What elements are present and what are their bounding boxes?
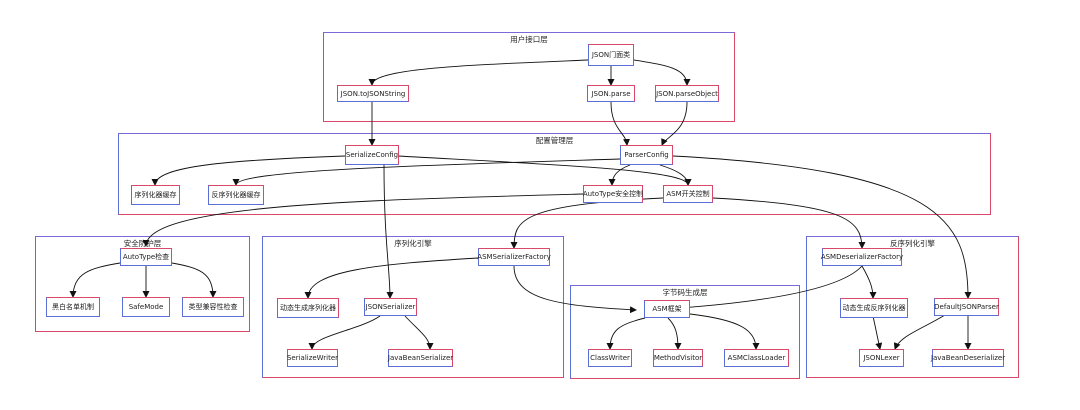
edge-autotype-autotypecheck — [142, 193, 584, 247]
edge-jsonserializer-javabeanserializer — [404, 315, 434, 350]
node-asm-class-loader[interactable]: ASMClassLoader — [724, 349, 789, 367]
edge-factory-dynamicserializer — [304, 257, 479, 299]
edge-jsonserializer-serializewriter — [308, 315, 381, 350]
node-json-facade[interactable]: JSON门面类 — [588, 44, 634, 66]
node-json-serializer[interactable]: JSONSerializer — [364, 298, 417, 316]
node-serialize-config[interactable]: SerializeConfig — [345, 145, 399, 165]
node-serializer-cache[interactable]: 序列化器缓存 — [131, 185, 180, 205]
edge-parse-parserconfig — [610, 101, 631, 146]
node-black-white-list[interactable]: 黑白名单机制 — [46, 297, 100, 317]
node-autotype-control[interactable]: AutoType安全控制 — [583, 185, 643, 203]
group-user-api: 用户接口层 — [323, 32, 735, 122]
node-deserializer-cache[interactable]: 反序列化器缓存 — [208, 185, 264, 205]
edge-asm-classwriter — [606, 317, 646, 350]
node-parser-config[interactable]: ParserConfig — [620, 145, 673, 165]
edge-parser-lexer — [893, 314, 946, 350]
group-deserialize: 反序列化引擎 — [806, 236, 1019, 378]
edge-dynamicdeser-lexer — [872, 315, 883, 350]
node-parse-object[interactable]: JSON.parseObject — [655, 85, 719, 102]
group-title-deserialize: 反序列化引擎 — [890, 239, 935, 248]
edge-serializeconfig-asmswitch — [397, 155, 692, 186]
edge-factory-asm-deser — [679, 265, 863, 312]
node-asm-framework[interactable]: ASM框架 — [644, 300, 690, 318]
node-autotype-check[interactable]: AutoType检查 — [120, 248, 172, 266]
node-json-lexer[interactable]: JSONLexer — [859, 349, 904, 367]
edge-asmswitch-serializerfactory — [510, 197, 664, 249]
edge-asmswitch-deserializerfactory — [712, 197, 866, 249]
edge-parserconfig-deserializercache — [232, 158, 621, 186]
edge-factory-dynamicdeser — [861, 265, 877, 299]
group-bytecode: 字节码生成层 — [570, 285, 800, 379]
group-title-user-api: 用户接口层 — [510, 35, 548, 44]
node-default-json-parser[interactable]: DefaultJSONParser — [934, 298, 999, 316]
node-to-json-string[interactable]: JSON.toJSONString — [337, 85, 409, 102]
node-type-compat-check[interactable]: 类型兼容性检查 — [182, 297, 244, 317]
group-title-security: 安全防护层 — [123, 239, 162, 248]
edge-asm-classloader — [689, 313, 760, 350]
group-title-bytecode: 字节码生成层 — [662, 288, 708, 297]
edge-check-blackwhite — [69, 262, 121, 298]
node-class-writer[interactable]: ClassWriter — [588, 349, 632, 367]
node-asm-switch[interactable]: ASM开关控制 — [663, 185, 713, 203]
edge-serializeconfig-serializercache — [151, 155, 346, 186]
node-json-parse[interactable]: JSON.parse — [587, 85, 635, 102]
edge-factory-asm — [513, 265, 637, 314]
group-title-config: 配置管理层 — [535, 136, 574, 145]
group-security: 安全防护层 — [35, 236, 250, 332]
edge-parserconfig-autotype — [608, 164, 631, 186]
edge-serializeconfig-jsonserializer — [383, 164, 394, 299]
edge-parserconfig-defaultjsonparser — [672, 155, 972, 299]
node-safemode[interactable]: SafeMode — [122, 297, 170, 317]
node-javabean-serializer[interactable]: JavaBeanSerializer — [388, 349, 453, 367]
node-javabean-deserializer[interactable]: JavaBeanDeserializer — [931, 349, 1005, 367]
group-title-serialize: 序列化引擎 — [394, 239, 432, 248]
node-dynamic-deserializer[interactable]: 动态生成反序列化器 — [840, 298, 908, 318]
group-config: 配置管理层 — [118, 133, 991, 215]
edge-facade-tojsonstring — [368, 59, 589, 86]
edge-asm-methodvisitor — [667, 317, 682, 350]
edge-facade-parseobject — [633, 59, 691, 86]
node-asm-serializer-factory[interactable]: ASMSerializerFactory — [477, 248, 551, 266]
edge-parseobject-parserconfig — [661, 101, 688, 146]
group-serialize: 序列化引擎 — [262, 236, 564, 378]
node-dynamic-serializer[interactable]: 动态生成序列化器 — [277, 298, 339, 318]
node-method-visitor[interactable]: MethodVisitor — [653, 349, 703, 367]
edge-parserconfig-asmswitch — [659, 164, 692, 186]
node-serialize-writer[interactable]: SerializeWriter — [287, 349, 338, 367]
edge-check-typecompat — [171, 262, 217, 298]
node-asm-deserializer-factory[interactable]: ASMDeserializerFactory — [821, 248, 903, 266]
